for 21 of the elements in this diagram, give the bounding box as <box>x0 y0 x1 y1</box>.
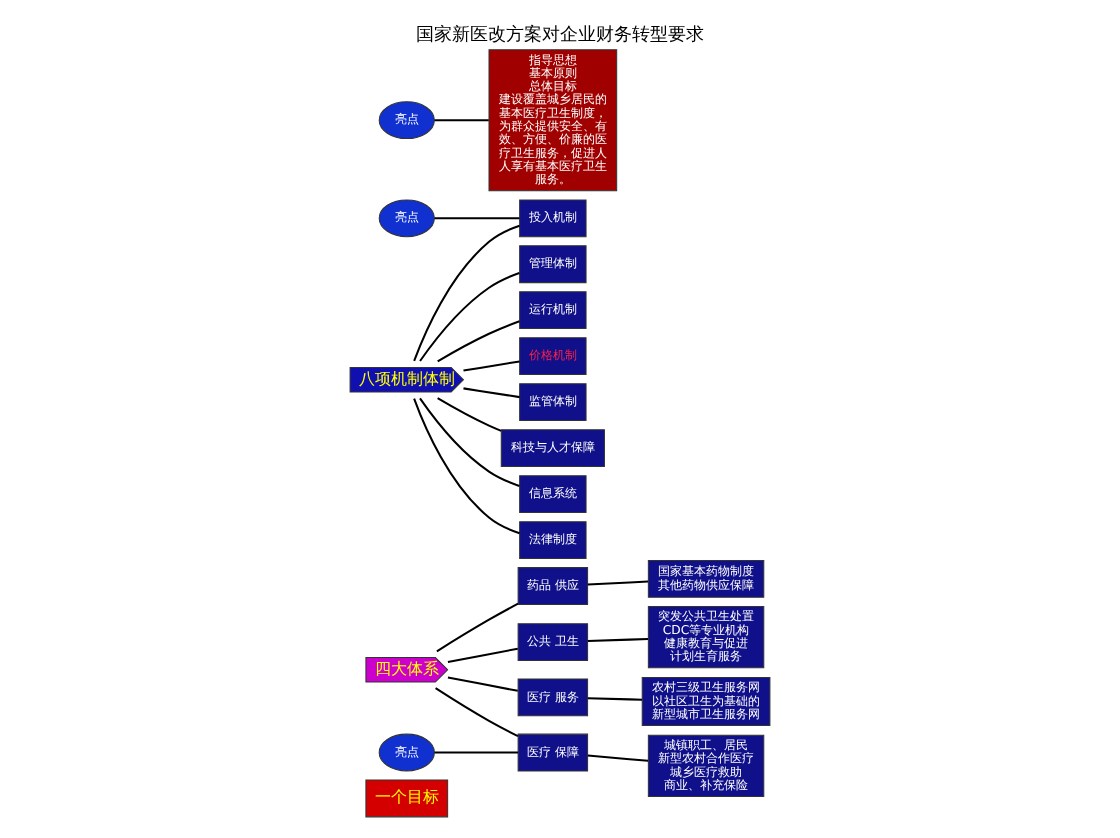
connector <box>413 398 520 535</box>
connector <box>435 687 519 738</box>
connector <box>434 217 520 220</box>
connector <box>434 751 519 754</box>
connector <box>437 320 520 363</box>
connector <box>463 387 520 399</box>
connector <box>437 397 502 432</box>
node-box: 一个目标 <box>365 779 449 818</box>
diagram-title: 国家新医改方案对企业财务转型要求 <box>416 23 704 46</box>
connector <box>587 580 649 586</box>
connector <box>413 224 520 362</box>
connector <box>463 360 520 372</box>
connector <box>447 676 518 692</box>
connector <box>587 697 643 701</box>
connector <box>419 397 520 487</box>
connector <box>434 119 489 122</box>
connector <box>587 754 649 762</box>
connector <box>587 638 649 643</box>
connector <box>436 602 519 653</box>
connector <box>419 272 520 362</box>
connector <box>447 647 518 664</box>
